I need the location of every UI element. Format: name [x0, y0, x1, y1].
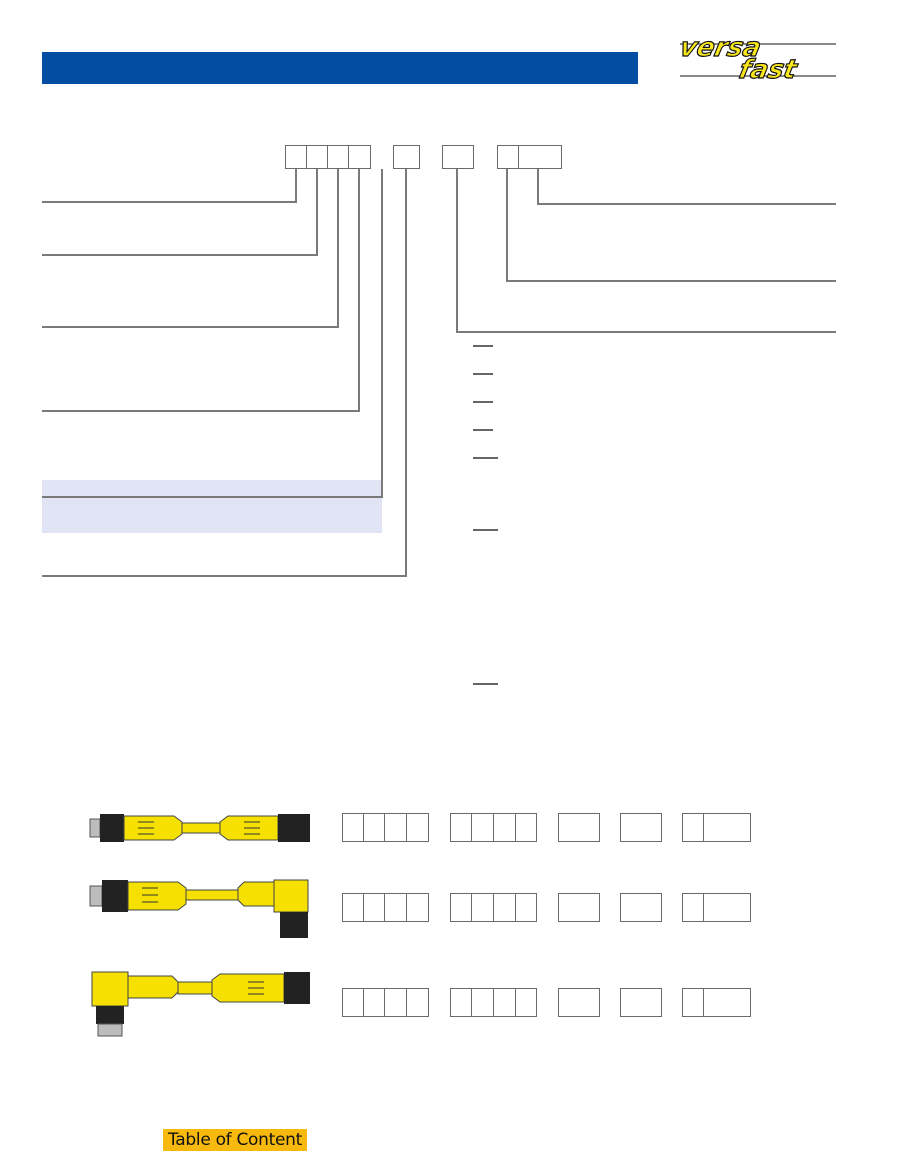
code-box: [515, 893, 537, 922]
key-box: [393, 145, 420, 169]
code-box: [450, 813, 472, 842]
leader-line: [456, 169, 836, 333]
code-box: [342, 813, 364, 842]
leader-line: [42, 169, 360, 412]
code-box: [620, 813, 662, 842]
logo-text-line1: versa: [678, 33, 764, 63]
code-box: [471, 988, 494, 1017]
leader-line: [42, 169, 339, 328]
code-box: [384, 813, 407, 842]
code-box: [342, 893, 364, 922]
code-box: [558, 988, 600, 1017]
key-box: [497, 145, 519, 169]
code-box: [493, 988, 516, 1017]
table-of-content-button[interactable]: Table of Content: [163, 1129, 307, 1151]
code-box: [406, 813, 429, 842]
versafast-logo: versa fast: [678, 33, 836, 82]
code-box: [406, 988, 429, 1017]
code-box: [342, 988, 364, 1017]
highlight-band: [42, 480, 382, 533]
leader-line: [537, 169, 836, 205]
cable-straight-straight-image: [89, 814, 310, 842]
code-box: [703, 813, 751, 842]
key-box: [306, 145, 328, 169]
key-box: [285, 145, 307, 169]
code-box: [363, 893, 385, 922]
code-box: [682, 813, 704, 842]
code-box: [471, 813, 494, 842]
code-box: [493, 813, 516, 842]
code-box: [406, 893, 429, 922]
code-box: [620, 893, 662, 922]
code-box: [515, 813, 537, 842]
code-box: [450, 893, 472, 922]
code-box: [493, 893, 516, 922]
code-box: [384, 893, 407, 922]
leader-line: [42, 169, 318, 256]
leader-line: [42, 169, 297, 203]
key-box: [442, 145, 474, 169]
cable-rightangle-straight-image: [91, 971, 310, 1037]
key-box: [518, 145, 562, 169]
leader-line: [42, 169, 383, 498]
code-box: [471, 893, 494, 922]
logo-text-line2: fast: [736, 55, 800, 82]
key-box: [327, 145, 349, 169]
code-box: [363, 988, 385, 1017]
header-bar: [42, 52, 638, 84]
code-box: [703, 893, 751, 922]
code-box: [558, 893, 600, 922]
code-box: [620, 988, 662, 1017]
leader-line: [506, 169, 836, 282]
key-box: [348, 145, 371, 169]
code-box: [384, 988, 407, 1017]
code-box: [515, 988, 537, 1017]
code-box: [558, 813, 600, 842]
code-box: [703, 988, 751, 1017]
code-box: [450, 988, 472, 1017]
code-box: [363, 813, 385, 842]
code-box: [682, 988, 704, 1017]
code-box: [682, 893, 704, 922]
cable-straight-rightangle-image: [89, 879, 309, 938]
